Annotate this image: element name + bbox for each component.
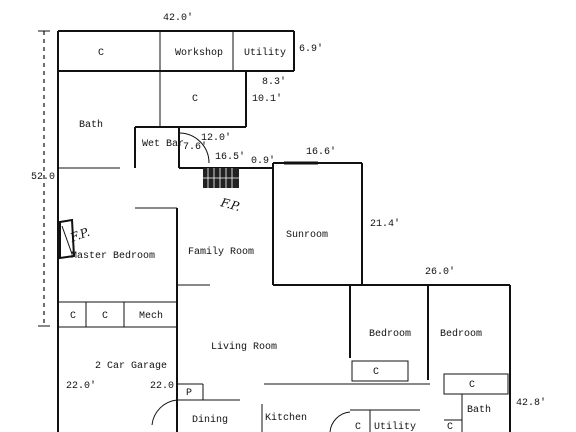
room-closet-bed1: C <box>373 367 379 378</box>
fp-note-1: F.P. <box>218 195 242 214</box>
room-bedroom-1: Bedroom <box>369 328 411 340</box>
door-swings <box>151 132 351 432</box>
room-master-bedroom: Master Bedroom <box>71 250 155 262</box>
room-wet-bar: Wet Bar <box>142 139 184 150</box>
fp-note-2: F.P. <box>67 225 91 245</box>
dim-8-3: 8.3' <box>262 76 286 88</box>
dim-util-depth: 6.9' <box>299 43 323 55</box>
handwritten-annotations: F.P. F.P. <box>67 195 242 245</box>
room-pantry: P <box>186 388 192 399</box>
room-family-room: Family Room <box>188 246 254 258</box>
room-garage: 2 Car Garage <box>95 361 167 372</box>
room-utility-low: Utility <box>374 421 416 432</box>
dim-16-6: 16.6' <box>306 146 336 158</box>
dim-sunroom-depth: 21.4' <box>370 218 400 230</box>
room-closet-low2: C <box>447 422 453 432</box>
room-closet-b: C <box>102 311 108 322</box>
dim-left-height: 52.0 <box>31 172 55 183</box>
room-closet-low: C <box>355 422 361 432</box>
dim-top-width: 42.0' <box>163 12 193 24</box>
fireplace-icon <box>203 168 239 188</box>
room-closet-bed2: C <box>469 380 475 391</box>
room-closet-top: C <box>98 48 104 59</box>
room-bath-right: Bath <box>467 404 491 416</box>
fireplace-hand-icon <box>59 218 76 260</box>
room-kitchen: Kitchen <box>265 412 307 424</box>
dim-bed-width: 26.0' <box>425 266 455 278</box>
room-mech: Mech <box>139 310 163 322</box>
room-living-room: Living Room <box>211 341 277 353</box>
dim-garage-right: 22.0 <box>150 381 174 392</box>
dim-garage-left: 22.0' <box>66 380 96 392</box>
room-closet-a: C <box>70 311 76 322</box>
dimension-line-left <box>38 30 50 327</box>
dim-16-5: 16.5' <box>215 151 245 163</box>
room-closet-mid: C <box>192 94 198 105</box>
room-bedroom-2: Bedroom <box>440 328 482 340</box>
room-labels: C Workshop Utility C Bath Wet Bar Sunroo… <box>70 47 491 432</box>
dimension-labels: 42.0' 6.9' 8.3' 10.1' 12.0' 7.6' 16.5' 0… <box>31 12 546 409</box>
room-dining: Dining <box>192 414 228 426</box>
dim-0-9: 0.9' <box>251 155 275 167</box>
room-bath-left: Bath <box>79 119 103 131</box>
room-utility-top: Utility <box>244 47 286 59</box>
room-sunroom: Sunroom <box>286 230 328 241</box>
room-workshop: Workshop <box>175 47 223 59</box>
dim-12-0: 12.0' <box>201 132 231 144</box>
dim-7-6: 7.6' <box>183 141 207 153</box>
dim-right-height: 42.8' <box>516 397 546 409</box>
dim-10-1: 10.1' <box>252 93 282 105</box>
